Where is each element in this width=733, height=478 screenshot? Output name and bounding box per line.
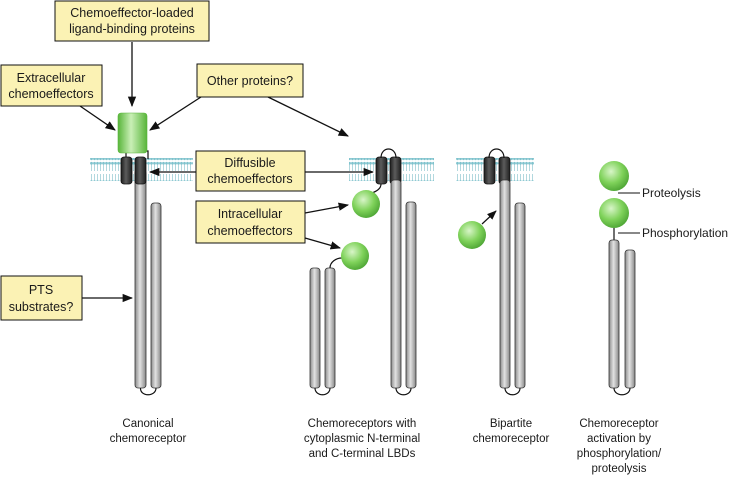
- receptor-loop: [139, 387, 157, 396]
- caption-cytoplasmic-line-1: Chemoreceptors with: [308, 418, 417, 430]
- arrow-intracellular-c: [304, 237, 341, 250]
- caption-canonical-line-1: Canonical: [122, 418, 173, 430]
- receptor-helix: [514, 202, 526, 389]
- arrow-other-cytoplasmic: [267, 96, 349, 137]
- receptor-loop: [504, 387, 521, 396]
- binding-arrow: [481, 210, 497, 225]
- caption-bipartite-line-2: chemoreceptor: [473, 433, 550, 445]
- arrow-extracellular: [79, 105, 116, 131]
- caption-bipartite-line-1: Bipartite: [490, 418, 532, 430]
- box-diffusible: [195, 150, 306, 192]
- receptor-loop: [395, 387, 412, 396]
- caption-activation-line-2: activation by: [587, 433, 651, 445]
- receptor-helix: [150, 202, 162, 389]
- arrows: [79, 42, 375, 303]
- tm-segment: [375, 156, 388, 185]
- box-loaded: [54, 0, 210, 42]
- bipartite-chemoreceptor: [458, 148, 526, 396]
- label-boxes: [0, 0, 306, 321]
- receptor-helix: [134, 169, 147, 389]
- domain-phosphorylation: [599, 198, 629, 228]
- box-texts: Chemoeffector-loaded ligand-binding prot…: [8, 6, 293, 314]
- ligand-binding-domain: [117, 112, 148, 154]
- receptor-helix: [624, 249, 636, 389]
- domain-proteolysis: [599, 161, 629, 191]
- arrow-intracellular-n: [304, 202, 350, 214]
- caption-activation-line-3: phosphorylation/: [577, 448, 662, 460]
- separate-lbd: [458, 221, 486, 249]
- tm-segment: [134, 156, 147, 185]
- captions: Canonical chemoreceptor Chemoreceptors w…: [110, 418, 662, 475]
- canonical-chemoreceptor: [117, 112, 162, 396]
- receptor-loop: [314, 387, 331, 396]
- receptor-helix: [324, 267, 336, 389]
- caption-canonical-line-2: chemoreceptor: [110, 433, 187, 445]
- caption-activation-line-4: proteolysis: [592, 463, 647, 475]
- box-intracellular-line-2: chemoeffectors: [207, 224, 292, 238]
- box-pts-line-2: substrates?: [9, 300, 74, 314]
- box-extracellular-line-1: Extracellular: [17, 71, 86, 85]
- receptor-loop: [613, 387, 631, 396]
- n-terminal-lbd: [352, 190, 380, 218]
- receptor-helix: [499, 179, 511, 389]
- box-pts: [0, 275, 83, 321]
- arrow-other-canonical: [149, 96, 202, 131]
- c-terminal-lbd: [341, 242, 369, 270]
- box-intracellular-line-1: Intracellular: [218, 207, 283, 221]
- box-loaded-line-1: Chemoeffector-loaded: [70, 6, 194, 20]
- caption-activation-line-1: Chemoreceptor: [579, 418, 658, 430]
- box-other: [196, 63, 304, 98]
- activation-chemoreceptor: [599, 161, 640, 396]
- box-extracellular: [0, 64, 103, 107]
- box-diffusible-line-2: chemoeffectors: [207, 172, 292, 186]
- cytoplasmic-lbd-chemoreceptor: [309, 148, 417, 396]
- receptor-helix: [405, 201, 417, 389]
- tm-segment: [483, 156, 496, 185]
- label-phosphorylation: Phosphorylation: [642, 226, 728, 240]
- caption-cytoplasmic-line-2: cytoplasmic N-terminal: [304, 433, 420, 445]
- box-other-line-1: Other proteins?: [207, 74, 293, 88]
- box-pts-line-1: PTS: [29, 283, 53, 297]
- caption-cytoplasmic-line-3: and C-terminal LBDs: [309, 448, 416, 460]
- box-intracellular: [195, 200, 306, 244]
- tm-segment: [120, 156, 133, 185]
- receptor-helix: [608, 239, 620, 389]
- box-diffusible-line-1: Diffusible: [224, 156, 275, 170]
- receptor-helix: [309, 267, 321, 389]
- box-extracellular-line-2: chemoeffectors: [8, 87, 93, 101]
- receptor-helix: [390, 179, 402, 389]
- box-loaded-line-2: ligand-binding proteins: [69, 22, 195, 36]
- label-proteolysis: Proteolysis: [642, 186, 701, 200]
